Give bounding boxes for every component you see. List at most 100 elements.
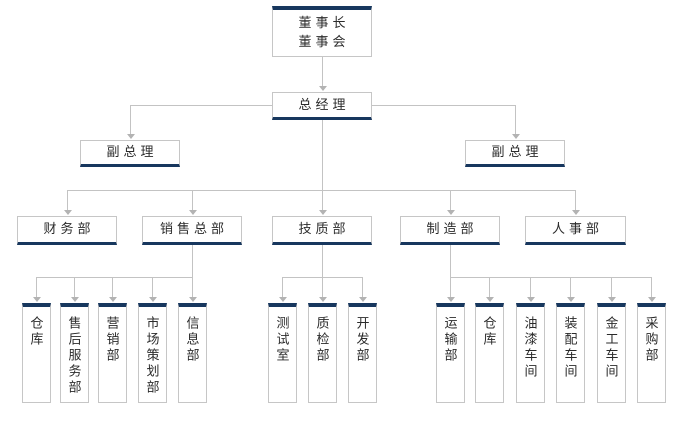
connector-line (362, 277, 363, 297)
connector-line (450, 277, 451, 297)
connector-line (130, 105, 131, 134)
node-label: 营销部 (104, 316, 120, 364)
node-warehouse-sales: 仓库 (21, 303, 51, 403)
connector-line (74, 277, 75, 297)
connector-line (192, 277, 193, 297)
node-label: 副总理 (491, 144, 543, 160)
node-hr-dept: 人事部 (525, 216, 626, 245)
arrow-down-icon (32, 297, 41, 302)
connector-line (282, 277, 283, 297)
arrow-down-icon (278, 297, 287, 302)
node-label: 副总理 (106, 144, 158, 160)
node-label: 测试室 (274, 316, 290, 364)
node-test-room: 测试室 (267, 303, 297, 403)
connector-line (530, 277, 531, 297)
node-purchasing-dept: 采购部 (636, 303, 666, 403)
node-label: 油漆车间 (522, 316, 538, 380)
node-paint-workshop: 油漆车间 (515, 303, 545, 403)
node-label: 装配车间 (562, 316, 578, 380)
arrow-down-icon (647, 297, 656, 302)
node-label: 运输部 (442, 316, 458, 364)
arrow-down-icon (446, 210, 455, 215)
node-label: 董事会 (298, 34, 350, 49)
arrow-down-icon (63, 210, 72, 215)
connector-line (372, 105, 515, 106)
connector-line (489, 277, 490, 297)
connector-line (322, 277, 323, 297)
node-label: 市场策划部 (144, 316, 160, 396)
connector-line (322, 245, 323, 277)
connector-line (322, 57, 323, 86)
node-general-manager: 总经理 (272, 92, 372, 120)
connector-line (575, 190, 576, 210)
node-manufacturing-dept: 制造部 (400, 216, 500, 245)
connector-line (112, 277, 113, 297)
arrow-down-icon (318, 86, 327, 91)
node-deputy-left: 副总理 (80, 140, 180, 167)
arrow-down-icon (607, 297, 616, 302)
connector-line (36, 277, 37, 297)
arrow-down-icon (358, 297, 367, 302)
connector-line (67, 190, 575, 191)
node-information-dept: 信息部 (177, 303, 207, 403)
node-label: 开发部 (354, 316, 370, 364)
node-label: 信息部 (184, 316, 200, 364)
node-label: 制造部 (426, 221, 478, 237)
arrow-down-icon (126, 134, 135, 139)
connector-line (36, 277, 192, 278)
connector-line (192, 245, 193, 277)
node-label: 售后服务部 (66, 316, 82, 396)
connector-line (130, 105, 272, 106)
arrow-down-icon (511, 134, 520, 139)
arrow-down-icon (485, 297, 494, 302)
connector-line (450, 190, 451, 210)
node-label: 仓库 (28, 316, 44, 348)
connector-line (515, 105, 516, 134)
node-finance-dept: 财务部 (17, 216, 117, 245)
connector-line (611, 277, 612, 297)
node-label: 质检部 (314, 316, 330, 364)
connector-line (67, 190, 68, 210)
arrow-down-icon (446, 297, 455, 302)
node-transport-dept: 运输部 (435, 303, 465, 403)
arrow-down-icon (108, 297, 117, 302)
node-development-dept: 开发部 (347, 303, 377, 403)
arrow-down-icon (148, 297, 157, 302)
connector-line (651, 277, 652, 297)
node-label: 金工车间 (603, 316, 619, 380)
node-quality-inspection-dept: 质检部 (307, 303, 337, 403)
node-label: 采购部 (643, 316, 659, 364)
node-chairman-board: 董事长 董事会 (272, 6, 372, 57)
arrow-down-icon (188, 297, 197, 302)
node-marketing-dept: 营销部 (97, 303, 127, 403)
node-after-sales-service: 售后服务部 (59, 303, 89, 403)
node-metalwork-workshop: 金工车间 (596, 303, 626, 403)
arrow-down-icon (188, 210, 197, 215)
node-sales-hq: 销售总部 (142, 216, 242, 245)
node-deputy-right: 副总理 (465, 140, 565, 167)
arrow-down-icon (566, 297, 575, 302)
node-label: 仓库 (481, 316, 497, 348)
node-assembly-workshop: 装配车间 (555, 303, 585, 403)
node-label: 人事部 (551, 221, 603, 237)
node-warehouse-mfg: 仓库 (474, 303, 504, 403)
node-label: 总经理 (298, 96, 350, 112)
node-label: 财务部 (43, 221, 95, 237)
node-label: 董事长 (298, 15, 350, 31)
arrow-down-icon (70, 297, 79, 302)
connector-line (450, 277, 651, 278)
node-label: 技质部 (298, 221, 350, 237)
arrow-down-icon (571, 210, 580, 215)
arrow-down-icon (318, 210, 327, 215)
node-market-planning-dept: 市场策划部 (137, 303, 167, 403)
node-label: 销售总部 (159, 221, 228, 237)
connector-line (192, 190, 193, 210)
arrow-down-icon (318, 297, 327, 302)
connector-line (322, 120, 323, 190)
node-tech-quality-dept: 技质部 (272, 216, 372, 245)
connector-line (152, 277, 153, 297)
connector-line (450, 245, 451, 277)
connector-line (570, 277, 571, 297)
connector-line (322, 190, 323, 210)
